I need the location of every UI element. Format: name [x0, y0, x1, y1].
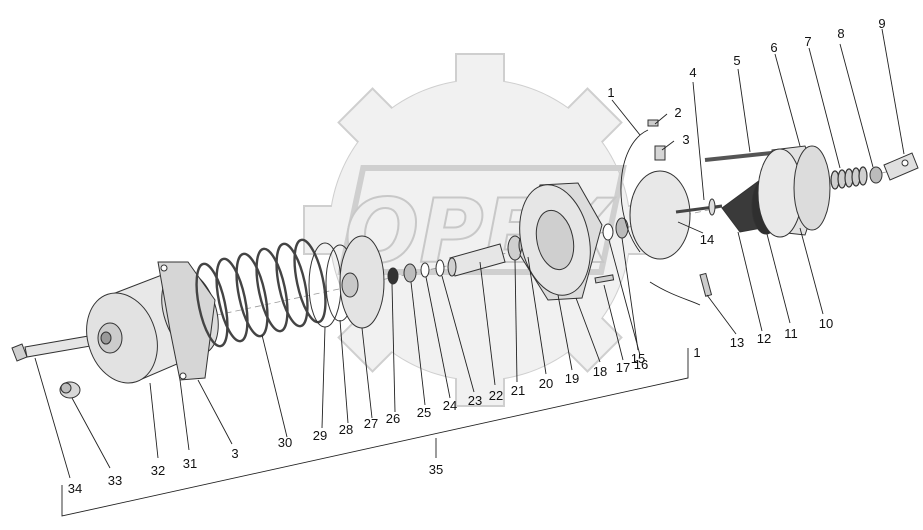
o-ring-part	[435, 259, 445, 277]
screw-part	[647, 119, 659, 127]
callout-label-c12: 12	[757, 331, 771, 346]
callout-label-c18: 18	[593, 364, 607, 379]
piston-part	[339, 235, 385, 329]
callout-label-c17: 17	[616, 360, 630, 375]
callout-label-c27: 27	[364, 416, 378, 431]
callout-label-c32: 32	[151, 463, 165, 478]
callout-label-c34: 34	[68, 481, 82, 496]
clamp-band-part	[620, 129, 649, 253]
watermark-gear-icon	[303, 53, 657, 407]
callout-label-c2: 2	[674, 105, 681, 120]
callout-label-c6: 6	[770, 40, 777, 55]
callout-label-c1b: 1	[693, 345, 700, 360]
guide-bushing-part	[615, 217, 629, 239]
clevis-fork-part	[883, 152, 919, 181]
callout-label-c30: 30	[278, 435, 292, 450]
callout-label-c3b: 3	[231, 446, 238, 461]
flange-part	[157, 261, 216, 381]
callout-label-c5: 5	[733, 53, 740, 68]
bolt-part	[11, 333, 103, 362]
band-bolt-part	[699, 272, 713, 297]
callout-label-c22: 22	[489, 388, 503, 403]
callout-label-c26: 26	[386, 411, 400, 426]
main-spring-part	[195, 238, 327, 348]
callout-label-c31: 31	[183, 456, 197, 471]
callout-label-c1a: 1	[607, 85, 614, 100]
callout-label-c23: 23	[468, 393, 482, 408]
tube-part	[447, 243, 506, 277]
callout-label-c14: 14	[700, 232, 714, 247]
callout-label-c20: 20	[539, 376, 553, 391]
clamp-band-lower-part	[649, 281, 701, 306]
callout-label-c11: 11	[784, 326, 798, 341]
callout-label-c16: 16	[634, 357, 648, 372]
callout-label-c8: 8	[837, 26, 844, 41]
callout-label-c25: 25	[417, 405, 431, 420]
callout-label-c29: 29	[313, 428, 327, 443]
callout-label-c21: 21	[511, 383, 525, 398]
small-ring-part	[420, 262, 430, 278]
callout-label-c24: 24	[443, 398, 457, 413]
callout-label-c10: 10	[819, 316, 833, 331]
chamber-housing-part	[757, 145, 831, 238]
plug-part	[59, 381, 81, 399]
seal-ring-part	[387, 267, 399, 285]
callout-label-c19: 19	[565, 371, 579, 386]
washer-part	[403, 263, 417, 283]
nut-part	[654, 145, 666, 161]
callout-label-c9: 9	[878, 16, 885, 31]
callout-label-c28: 28	[339, 422, 353, 437]
seal-ring-small-part	[602, 223, 614, 241]
lock-nut-part	[869, 166, 883, 184]
push-rod-part	[675, 198, 723, 216]
callout-label-c13: 13	[730, 335, 744, 350]
diaphragm-part	[629, 170, 691, 260]
callout-label-c35: 35	[429, 462, 443, 477]
small-bolt-part	[594, 274, 615, 284]
callout-label-c4: 4	[689, 65, 696, 80]
callout-label-c33: 33	[108, 473, 122, 488]
threaded-rod-part	[830, 166, 868, 190]
cover-part	[519, 182, 603, 301]
callout-label-c3a: 3	[682, 132, 689, 147]
callout-label-c7: 7	[804, 34, 811, 49]
callout-label-c15: 15	[631, 351, 645, 366]
